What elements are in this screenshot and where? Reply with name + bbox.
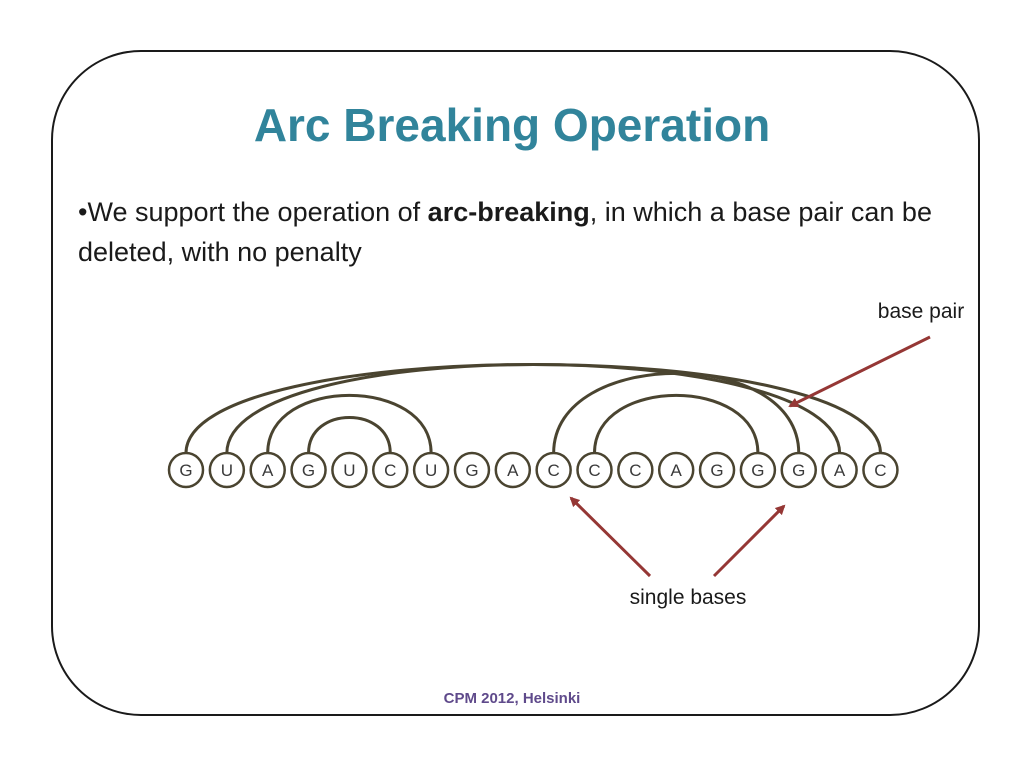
bullet-marker: • xyxy=(78,197,88,227)
base-letter: G xyxy=(710,461,723,480)
base-circle xyxy=(453,451,491,489)
bullet-text-before: We support the operation of xyxy=(87,197,428,227)
base-letter: C xyxy=(588,461,600,480)
base-letter: A xyxy=(262,461,274,480)
base-pair-label: base pair xyxy=(878,300,964,323)
slide-footer: CPM 2012, Helsinki xyxy=(443,690,581,707)
base-letter: G xyxy=(792,461,805,480)
base-letter: G xyxy=(179,461,192,480)
base-letter: C xyxy=(548,461,560,480)
arc-2-6 xyxy=(266,393,433,454)
base-letter: A xyxy=(507,461,519,480)
base-circle xyxy=(331,451,368,489)
bullet-point: •We support the operation of arc-breakin… xyxy=(78,192,978,272)
base-letter: A xyxy=(834,461,846,480)
slide-frame xyxy=(51,50,980,716)
base-pair-arrow xyxy=(788,335,931,408)
base-7: G xyxy=(453,451,491,489)
base-letter: C xyxy=(384,461,396,480)
base-letter: G xyxy=(751,461,764,480)
base-circle xyxy=(412,451,450,489)
base-circle xyxy=(372,451,409,489)
base-15: G xyxy=(780,451,817,489)
arc-0-17 xyxy=(184,363,882,454)
base-circle xyxy=(208,451,246,489)
arc-9-15 xyxy=(552,371,801,454)
base-11: C xyxy=(617,451,654,489)
base-16: A xyxy=(821,451,858,489)
base-5: C xyxy=(372,451,409,489)
base-letter: G xyxy=(465,461,478,480)
base-letter: C xyxy=(629,461,641,480)
base-letter: G xyxy=(302,461,315,480)
base-13: G xyxy=(698,451,736,489)
slide-title: Arc Breaking Operation xyxy=(253,99,771,151)
base-circle xyxy=(249,451,286,489)
base-circle xyxy=(862,451,899,489)
base-letter: U xyxy=(343,461,355,480)
arc-1-16 xyxy=(225,363,842,454)
base-letter: U xyxy=(425,461,437,480)
base-9: C xyxy=(535,451,572,489)
arcs-layer xyxy=(184,363,882,454)
base-circle xyxy=(290,451,327,489)
single-bases-arrow-right xyxy=(712,504,786,578)
base-circle xyxy=(780,451,817,489)
base-8: A xyxy=(494,451,532,489)
base-letter: U xyxy=(221,461,233,480)
base-0: G xyxy=(167,451,205,489)
base-14: G xyxy=(739,451,777,489)
base-letter: C xyxy=(874,461,886,480)
arc-10-14 xyxy=(593,393,760,454)
base-circle xyxy=(617,451,654,489)
base-10: C xyxy=(576,451,613,489)
base-circle xyxy=(657,451,695,489)
bullet-text-after: , in which a base pair can be deleted, w… xyxy=(78,197,932,267)
base-17: C xyxy=(862,451,899,489)
base-circle xyxy=(739,451,777,489)
base-circle xyxy=(494,451,532,489)
base-circle xyxy=(167,451,205,489)
bullet-bold-term: arc-breaking xyxy=(427,197,590,227)
base-6: U xyxy=(412,451,450,489)
base-circle xyxy=(576,451,613,489)
base-letter: A xyxy=(671,461,683,480)
base-circle xyxy=(698,451,736,489)
base-2: A xyxy=(249,451,286,489)
base-circle xyxy=(535,451,572,489)
base-12: A xyxy=(657,451,695,489)
base-circle xyxy=(821,451,858,489)
single-bases-label: single bases xyxy=(630,586,747,609)
base-1: U xyxy=(208,451,246,489)
base-3: G xyxy=(290,451,327,489)
base-4: U xyxy=(331,451,368,489)
single-bases-arrow-left xyxy=(569,496,652,578)
arc-3-5 xyxy=(307,415,392,454)
